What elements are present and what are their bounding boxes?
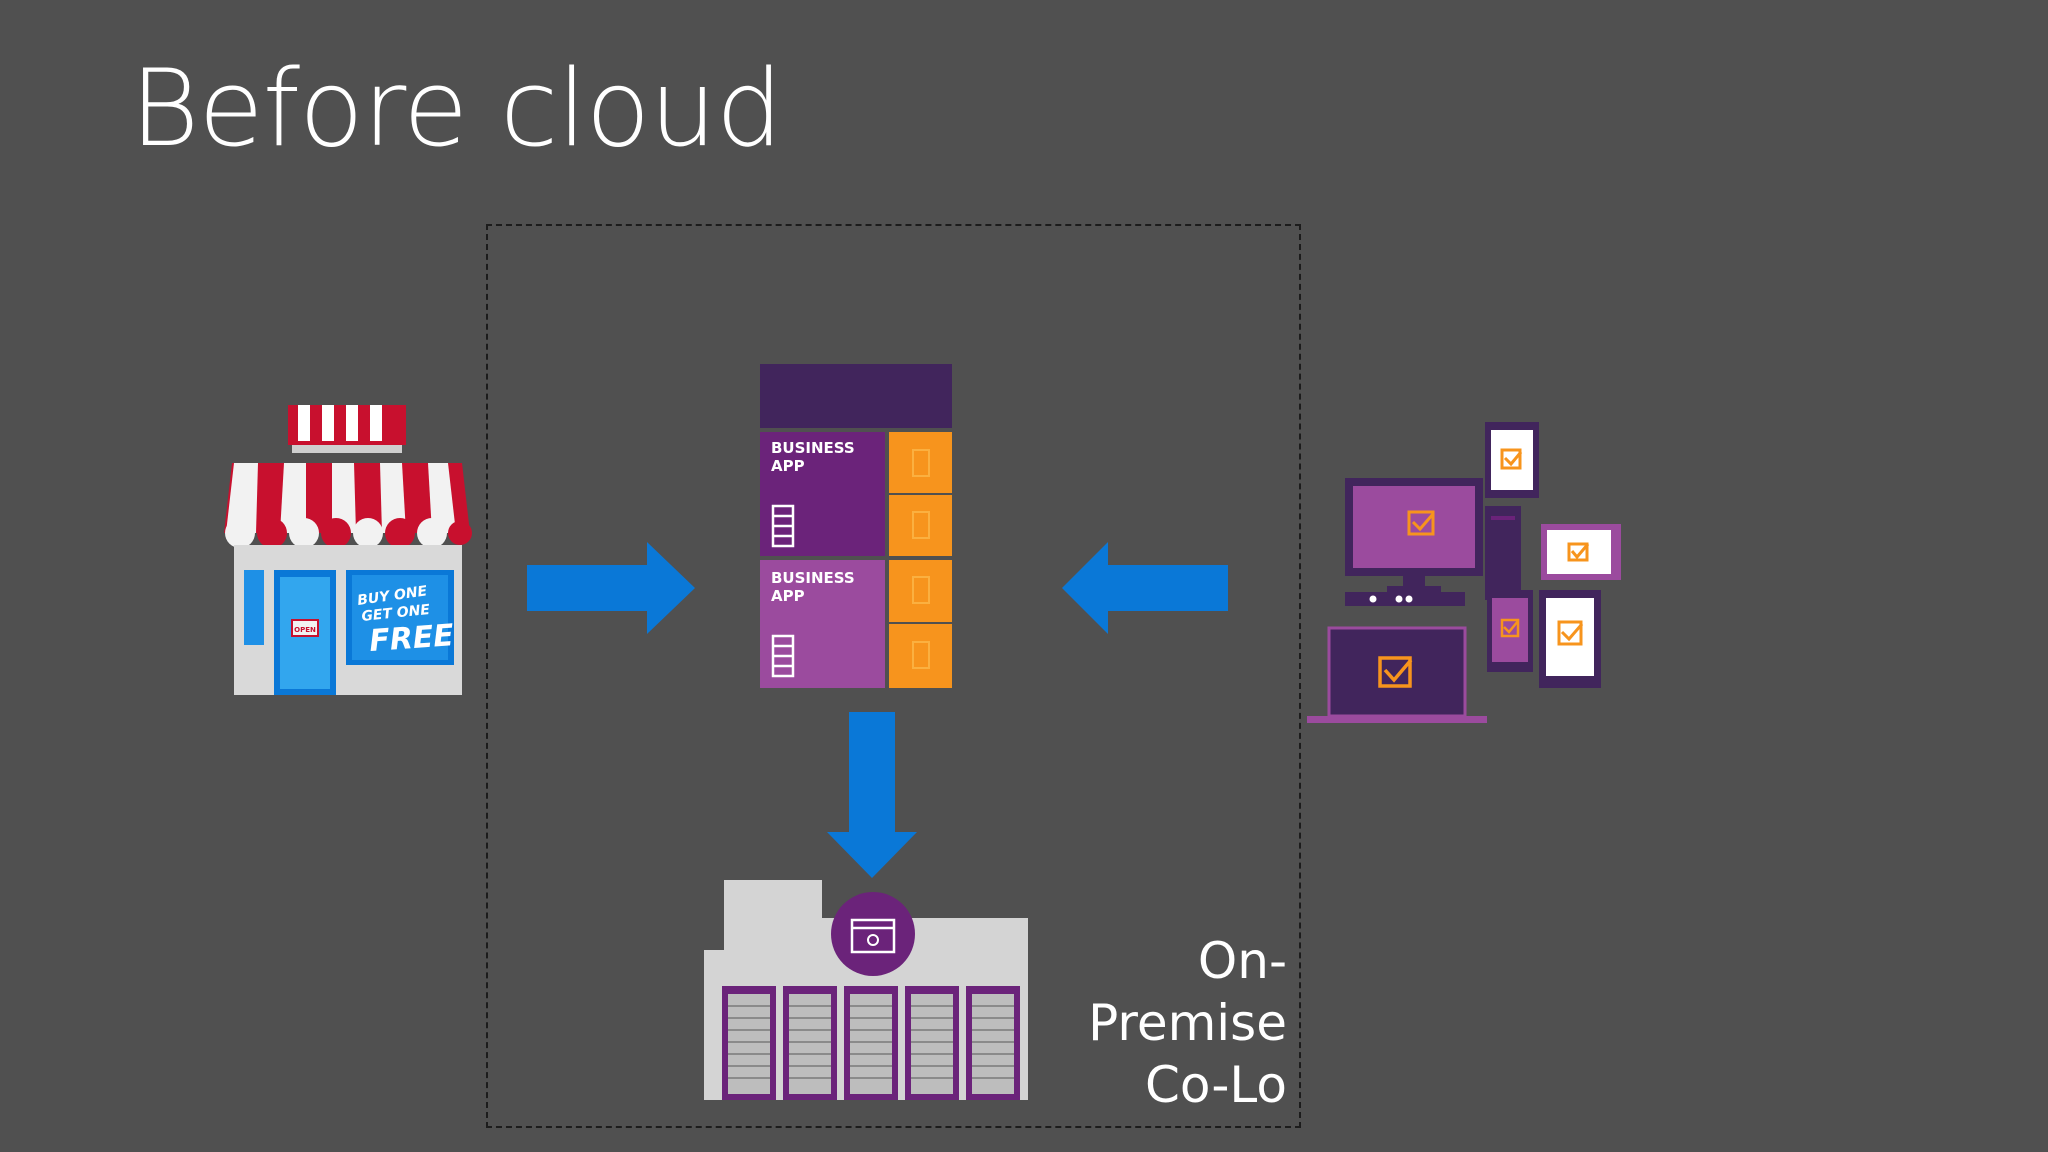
arrow-left-icon: [1062, 542, 1228, 634]
boundary-label-line-1: On-: [1197, 932, 1287, 990]
app-tile-2-label-line-1: BUSINESS: [771, 569, 855, 587]
datacenter-icon: [704, 880, 1028, 1100]
app-tile-1-label-line-1: BUSINESS: [771, 439, 855, 457]
business-app-stack: [760, 364, 952, 688]
arrow-down-icon: [827, 712, 917, 878]
boundary-label-line-3: Co-Lo: [1144, 1056, 1287, 1114]
app-tile-2-label: BUSINESS APP: [771, 569, 871, 605]
open-tag-text: OPEN: [294, 626, 316, 634]
slide-title: Before cloud: [130, 47, 783, 170]
arrow-right-icon: [527, 542, 695, 634]
store-sign-line-3: FREE: [368, 618, 455, 659]
storefront-icon: OPEN BUY ONE GET ONE FREE: [224, 405, 472, 695]
devices-icon: [1307, 422, 1621, 723]
app-tile-2-label-line-2: APP: [771, 587, 805, 605]
store-sign-line-2: GET ONE: [361, 602, 431, 625]
boundary-label: On- Premise Co-Lo: [1065, 930, 1287, 1116]
app-tile-1-label: BUSINESS APP: [771, 439, 871, 475]
server-rack-group: [722, 986, 1020, 1100]
boundary-label-line-2: Premise: [1088, 994, 1287, 1052]
on-premise-boundary: [486, 224, 1301, 1128]
app-tile-1-label-line-2: APP: [771, 457, 805, 475]
